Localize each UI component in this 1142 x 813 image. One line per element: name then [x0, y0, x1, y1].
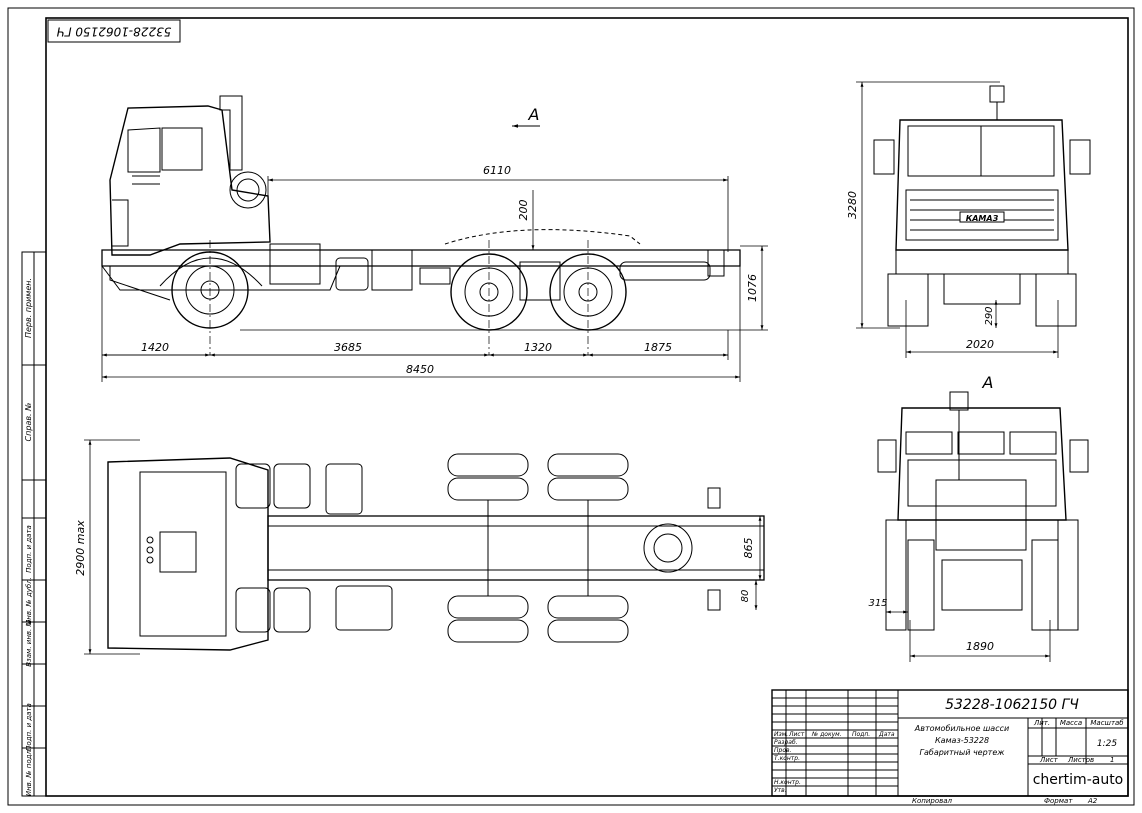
strip-podp-data-2: Подп. и дата [25, 703, 33, 751]
row-nkontr: Н.контр. [774, 779, 801, 786]
strip-vzam-inv: Взам. инв. № [25, 619, 33, 667]
dim-2900-max: 2900 max [74, 520, 87, 576]
sheets-value: 1 [1110, 756, 1114, 764]
front-view [873, 85, 1091, 327]
name-line-2: Камаз-53228 [935, 736, 989, 745]
top-view [107, 453, 765, 651]
sheets-label: Листов [1067, 756, 1094, 764]
row-izm: Изм. [774, 731, 788, 738]
col-mass: Масса [1060, 719, 1082, 727]
row-razrab: Разраб. [774, 739, 798, 746]
title-block [771, 689, 1129, 797]
dim-1320: 1320 [524, 341, 552, 354]
strip-sprav: Справ. № [24, 403, 33, 442]
side-dimension-labels: 6110 200 1076 1420 3685 1320 1875 8450 [141, 164, 759, 376]
copied-label: Копировал [912, 797, 953, 805]
front-dimension-labels: 3280 290 2020 [846, 191, 995, 351]
org-name: chertim-auto [1033, 772, 1124, 788]
rear-dimensions [886, 610, 1051, 662]
dim-1890: 1890 [966, 640, 994, 653]
stamp-text: 53228-1062150 ГЧ [57, 25, 172, 39]
front-dimensions [856, 81, 1059, 358]
row-utv: Утв. [774, 787, 787, 794]
dim-1076: 1076 [746, 274, 759, 302]
top-dimensions [84, 439, 762, 655]
row-prov: Пров. [774, 747, 792, 754]
scale-value: 1:25 [1097, 739, 1117, 749]
strip-inv-podl: Инв. № подл. [25, 748, 33, 796]
dim-3280: 3280 [846, 191, 859, 219]
dim-315: 315 [868, 598, 887, 609]
row-sign: Подп. [852, 731, 870, 738]
dim-200: 200 [517, 200, 530, 221]
top-stamp: 53228-1062150 ГЧ [47, 19, 181, 43]
dim-80: 80 [740, 590, 751, 603]
view-label-a-1: А [528, 105, 540, 124]
col-lit: Лит. [1033, 719, 1050, 727]
side-view [101, 95, 741, 355]
row-tkontr: Т.контр. [774, 755, 800, 762]
row-list: Лист [788, 731, 805, 738]
dim-290: 290 [984, 306, 995, 325]
inner-frame [45, 17, 1129, 797]
grille-badge: КАМАЗ [966, 214, 999, 223]
outer-frame [7, 7, 1135, 806]
view-arrow-a-top: А [512, 105, 540, 128]
strip-inv-dubl: Инв. № дубл. [25, 577, 33, 625]
col-scale: Масштаб [1090, 719, 1124, 727]
row-date: Дата [878, 731, 895, 738]
view-label-a-2: А [982, 373, 994, 392]
name-line-3: Габаритный чертеж [920, 748, 1006, 757]
strip-podp-data-1: Подп. и дата [25, 525, 33, 573]
rear-view [877, 391, 1089, 631]
dim-3685: 3685 [334, 341, 362, 354]
name-line-1: Автомобильное шасси [914, 724, 1009, 733]
left-strip: Перв. примен. Справ. № Подп. и дата Инв.… [21, 251, 47, 797]
designation: 53228-1062150 ГЧ [945, 697, 1079, 713]
strip-perv-primen: Перв. примен. [24, 278, 33, 338]
dim-6110: 6110 [483, 164, 511, 177]
dim-2020: 2020 [966, 338, 994, 351]
sheet-label: Лист [1039, 756, 1059, 764]
row-doc: № докум. [811, 731, 842, 738]
dim-8450: 8450 [406, 363, 434, 376]
format-value: А2 [1087, 797, 1098, 805]
dim-865: 865 [742, 538, 755, 559]
rear-dimension-labels: 315 1890 [868, 598, 994, 653]
dim-1875: 1875 [644, 341, 672, 354]
dim-1420: 1420 [141, 341, 169, 354]
format-label: Формат [1044, 797, 1073, 805]
side-dimensions [101, 176, 768, 382]
title-block-text: 53228-1062150 ГЧ Автомобильное шасси Кам… [774, 697, 1124, 805]
top-dimension-labels: 2900 max 865 80 [74, 520, 755, 603]
